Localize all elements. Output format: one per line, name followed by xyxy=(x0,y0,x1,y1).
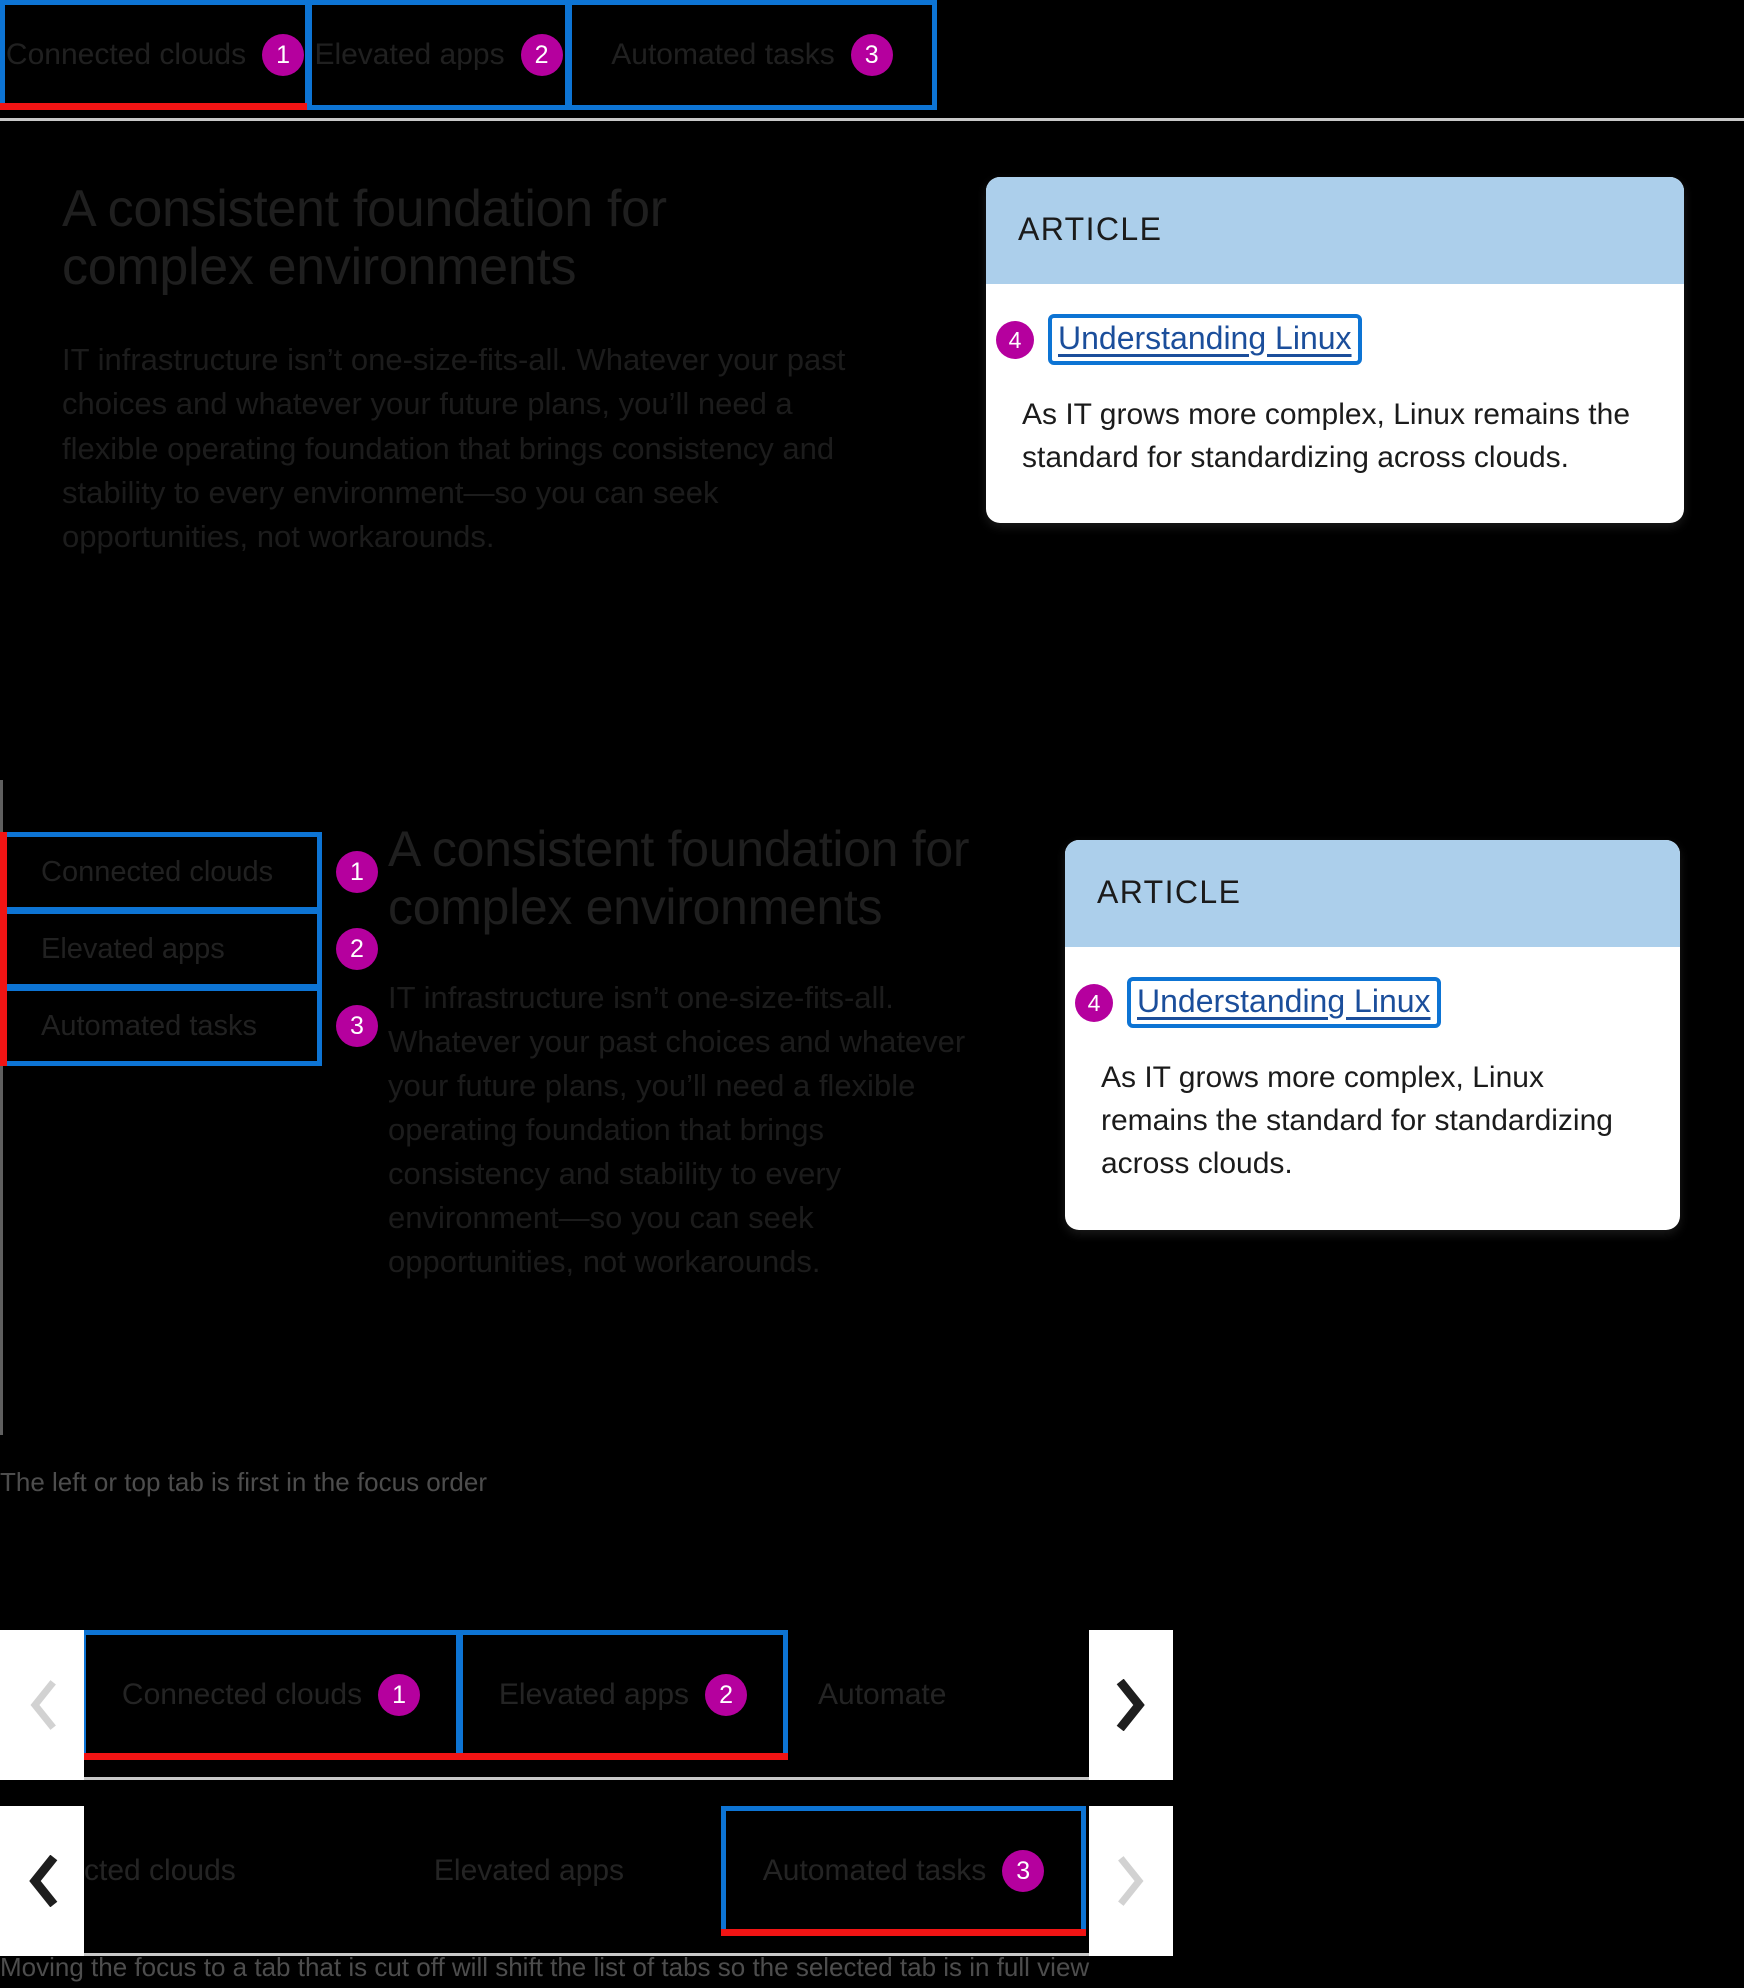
selected-indicator xyxy=(0,832,7,912)
scrollable-tabs-b: cted clouds Elevated apps Automated task… xyxy=(0,1806,1173,1956)
article-eyebrow: ARTICLE xyxy=(1065,840,1680,947)
scroll-prev-button[interactable] xyxy=(0,1630,84,1780)
vtab-elevated-apps[interactable]: Elevated apps xyxy=(0,909,322,989)
badge-slot: 1 xyxy=(336,832,384,912)
article-body: 4 Understanding Linux As IT grows more c… xyxy=(1065,947,1680,1230)
tab-connected-clouds[interactable]: Connected clouds 1 xyxy=(0,0,310,110)
tab-automated-tasks[interactable]: Automated tasks 3 xyxy=(567,0,937,110)
article-summary: As IT grows more complex, Linux remains … xyxy=(1101,1061,1613,1181)
tab-label: Elevated apps xyxy=(433,1854,625,1887)
article-card-two: ARTICLE 4 Understanding Linux As IT grow… xyxy=(1065,840,1680,1230)
chevron-left-icon xyxy=(29,1855,58,1907)
panel-two-title: A consistent foundation for complex envi… xyxy=(388,821,970,935)
stab-connected-clouds[interactable]: Connected clouds 1 xyxy=(84,1630,461,1760)
article-card-one: ARTICLE 4 Understanding Linux As IT grow… xyxy=(986,177,1684,524)
article-link-row: 4 Understanding Linux xyxy=(996,314,1652,365)
tab-elevated-apps[interactable]: Elevated apps 2 xyxy=(307,0,570,110)
tab-label: Connected clouds xyxy=(5,38,247,71)
panel-two-body: IT infrastructure isn’t one-size-fits-al… xyxy=(388,980,966,1280)
article-link[interactable]: Understanding Linux xyxy=(1048,314,1362,365)
focus-order-badge: 1 xyxy=(378,1674,421,1716)
chevron-right-icon xyxy=(1116,1679,1145,1731)
focus-order-badge: 1 xyxy=(262,34,305,76)
caption-focus-order: The left or top tab is first in the focu… xyxy=(0,1467,488,1497)
selected-indicator xyxy=(0,986,7,1066)
article-summary: As IT grows more complex, Linux remains … xyxy=(1022,398,1631,475)
tabpanel-one: A consistent foundation for complex envi… xyxy=(0,150,1744,670)
tab-label: Automate xyxy=(818,1678,947,1711)
panel-two-copy: A consistent foundation for complex envi… xyxy=(388,820,988,1284)
selected-indicator xyxy=(0,909,7,989)
scroll-prev-button[interactable] xyxy=(0,1806,84,1956)
caption-scroll-behavior: Moving the focus to a tab that is cut of… xyxy=(0,1952,1090,1982)
vtab-automated-tasks[interactable]: Automated tasks xyxy=(0,986,322,1066)
tab-label: Automated tasks xyxy=(762,1854,987,1887)
focus-order-badge: 1 xyxy=(336,851,378,893)
stab-automated-tasks[interactable]: Automated tasks 3 xyxy=(721,1806,1086,1936)
focus-order-badge: 4 xyxy=(996,320,1034,359)
stab-connected-clouds-clipped[interactable]: cted clouds xyxy=(84,1806,334,1936)
tab-label: Automated tasks xyxy=(41,1009,257,1042)
article-link-row: 4 Understanding Linux xyxy=(1075,977,1648,1028)
selected-underline xyxy=(84,1753,461,1760)
vtab-connected-clouds[interactable]: Connected clouds xyxy=(0,832,322,912)
tab-label: Connected clouds xyxy=(121,1678,363,1711)
article-eyebrow: ARTICLE xyxy=(986,177,1684,284)
tablist-divider xyxy=(84,1953,1089,1956)
focus-order-badge: 3 xyxy=(336,1005,378,1047)
horizontal-tabs-section: Connected clouds 1 Elevated apps 2 Autom… xyxy=(0,0,1744,150)
selected-underline xyxy=(458,1753,788,1760)
vertical-tabs-section: Connected clouds Elevated apps Automated… xyxy=(0,780,1744,1440)
stab-elevated-apps[interactable]: Elevated apps 2 xyxy=(458,1630,788,1760)
tab-label: Elevated apps xyxy=(41,932,225,965)
tablist-divider xyxy=(84,1777,1089,1780)
selected-underline xyxy=(721,1929,1086,1936)
scroller-a-viewport: Connected clouds 1 Elevated apps 2 Autom… xyxy=(84,1630,1089,1780)
focus-order-badge: 2 xyxy=(705,1674,748,1716)
tab-label: cted clouds xyxy=(84,1854,236,1887)
section-left-rail xyxy=(0,780,3,1435)
focus-order-badge: 3 xyxy=(1002,1850,1045,1892)
tab-label: Elevated apps xyxy=(498,1678,690,1711)
selected-underline xyxy=(0,103,310,110)
article-link[interactable]: Understanding Linux xyxy=(1127,977,1441,1028)
panel-one-copy: A consistent foundation for complex envi… xyxy=(62,180,872,559)
scrollable-tabs-a: Connected clouds 1 Elevated apps 2 Autom… xyxy=(0,1630,1173,1780)
article-body: 4 Understanding Linux As IT grows more c… xyxy=(986,284,1684,523)
horizontal-tablist: Connected clouds 1 Elevated apps 2 Autom… xyxy=(0,0,937,110)
scroll-next-button[interactable] xyxy=(1089,1806,1173,1956)
chevron-right-icon xyxy=(1118,1856,1144,1906)
tab-label: Connected clouds xyxy=(41,855,274,888)
badge-slot: 3 xyxy=(336,986,384,1066)
stab-automated-tasks-clipped[interactable]: Automate xyxy=(788,1630,1088,1760)
focus-order-badge: 3 xyxy=(850,34,893,76)
scroller-b-viewport: cted clouds Elevated apps Automated task… xyxy=(84,1806,1089,1956)
badge-slot: 2 xyxy=(336,909,384,989)
tab-label: Automated tasks xyxy=(611,38,835,71)
tablist-divider xyxy=(0,118,1744,121)
focus-order-badge: 2 xyxy=(336,928,378,970)
stab-elevated-apps[interactable]: Elevated apps xyxy=(334,1806,724,1936)
panel-one-body: IT infrastructure isn’t one-size-fits-al… xyxy=(62,342,846,554)
focus-order-badge: 2 xyxy=(520,34,563,76)
chevron-left-icon xyxy=(30,1680,56,1730)
vertical-tab-badges: 1 2 3 xyxy=(336,832,384,1066)
scroll-next-button[interactable] xyxy=(1089,1630,1173,1780)
focus-order-badge: 4 xyxy=(1075,983,1113,1022)
vertical-tablist: Connected clouds Elevated apps Automated… xyxy=(0,832,322,1066)
panel-one-title: A consistent foundation for complex envi… xyxy=(62,180,667,297)
tab-label: Elevated apps xyxy=(314,38,505,71)
